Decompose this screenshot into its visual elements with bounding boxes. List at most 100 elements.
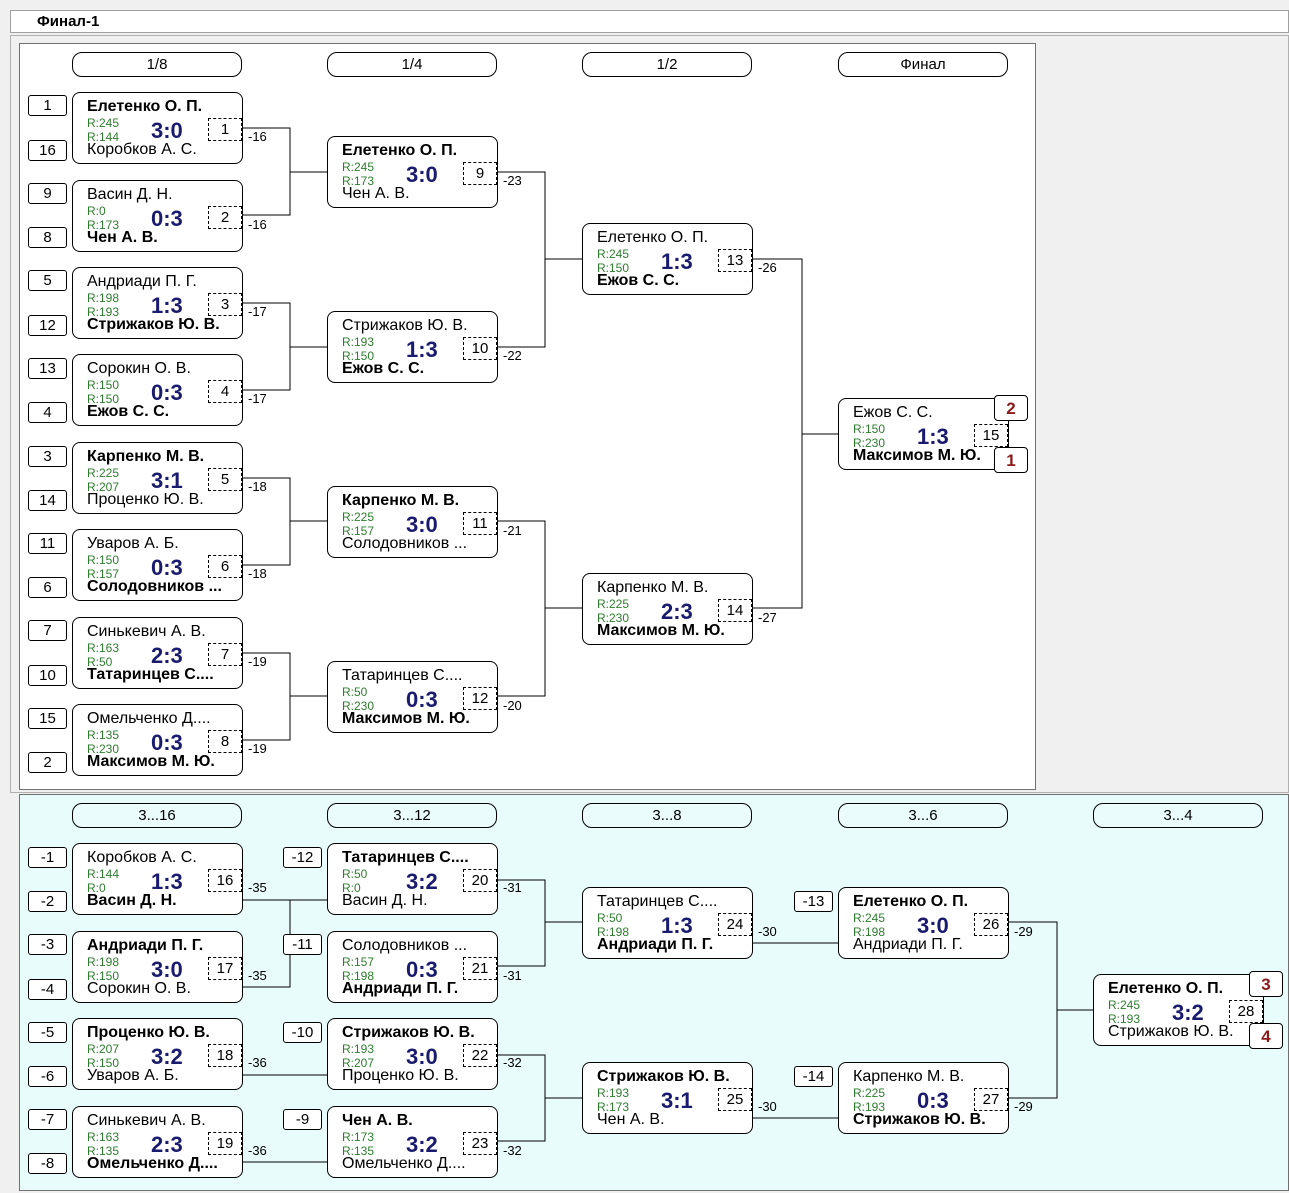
match-score: 3:0 bbox=[151, 118, 183, 143]
match-number[interactable]: 9 bbox=[463, 162, 497, 185]
player-1-rating: R:245 bbox=[87, 116, 120, 130]
match-number[interactable]: 18 bbox=[208, 1044, 242, 1067]
match-number[interactable]: 10 bbox=[463, 337, 497, 360]
round-header-1-4[interactable]: 1/4 bbox=[327, 52, 497, 77]
loser-destination-label: -23 bbox=[503, 173, 522, 188]
loser-destination-label: -16 bbox=[248, 217, 267, 232]
player-1-rating: R:50 bbox=[342, 867, 368, 881]
round-header-1-2[interactable]: 1/2 bbox=[582, 52, 752, 77]
match-number[interactable]: 13 bbox=[718, 249, 752, 272]
loser-destination-label: -18 bbox=[248, 479, 267, 494]
match-number[interactable]: 19 bbox=[208, 1132, 242, 1155]
player-2-name: Андриади П. Г. bbox=[853, 936, 963, 953]
match-number[interactable]: 28 bbox=[1229, 1000, 1263, 1023]
player-2-rating: R:207 bbox=[87, 480, 120, 494]
round-header-3-6[interactable]: 3...6 bbox=[838, 803, 1008, 828]
seed-box: 10 bbox=[28, 665, 67, 686]
round-header-1-8[interactable]: 1/8 bbox=[72, 52, 242, 77]
match-number[interactable]: 16 bbox=[208, 869, 242, 892]
match-score: 1:3 bbox=[661, 249, 693, 274]
player-2-rating: R:157 bbox=[87, 567, 120, 581]
place-badge: 4 bbox=[1249, 1023, 1283, 1049]
match-number[interactable]: 14 bbox=[718, 599, 752, 622]
match-number[interactable]: 17 bbox=[208, 957, 242, 980]
round-header-3-8[interactable]: 3...8 bbox=[582, 803, 752, 828]
place-badge: 1 bbox=[994, 447, 1028, 473]
match-number[interactable]: 7 bbox=[208, 643, 242, 666]
player-2-name: Максимов М. Ю. bbox=[597, 622, 725, 639]
loser-destination-label: -21 bbox=[503, 523, 522, 538]
match-number[interactable]: 2 bbox=[208, 206, 242, 229]
match-score: 3:1 bbox=[661, 1088, 693, 1113]
round-header-final[interactable]: Финал bbox=[838, 52, 1008, 77]
player-1-rating: R:157 bbox=[342, 955, 375, 969]
player-1-name: Андриади П. Г. bbox=[87, 273, 197, 290]
player-2-name: Уваров А. Б. bbox=[87, 1067, 179, 1084]
match-number[interactable]: 25 bbox=[718, 1088, 752, 1111]
match-number[interactable]: 4 bbox=[208, 380, 242, 403]
loser-destination-label: -18 bbox=[248, 566, 267, 581]
player-2-name: Солодовников ... bbox=[87, 578, 222, 595]
match-number[interactable]: 12 bbox=[463, 687, 497, 710]
match-number[interactable]: 21 bbox=[463, 957, 497, 980]
round-header-3-4[interactable]: 3...4 bbox=[1093, 803, 1263, 828]
loser-destination-label: -30 bbox=[758, 1099, 777, 1114]
match-number[interactable]: 20 bbox=[463, 869, 497, 892]
match-score: 0:3 bbox=[917, 1088, 949, 1113]
seed-box: 14 bbox=[28, 490, 67, 511]
round-header-3-16[interactable]: 3...16 bbox=[72, 803, 242, 828]
player-2-name: Ежов С. С. bbox=[342, 360, 425, 377]
match-number[interactable]: 6 bbox=[208, 555, 242, 578]
match-number[interactable]: 22 bbox=[463, 1044, 497, 1067]
loser-destination-label: -31 bbox=[503, 880, 522, 895]
match-number[interactable]: 1 bbox=[208, 118, 242, 141]
match-number[interactable]: 15 bbox=[974, 424, 1008, 447]
match-number[interactable]: 27 bbox=[974, 1088, 1008, 1111]
player-1-name: Стрижаков Ю. В. bbox=[342, 1024, 475, 1041]
match-number[interactable]: 8 bbox=[208, 730, 242, 753]
seed-box: 4 bbox=[28, 402, 67, 423]
player-2-rating: R:150 bbox=[597, 261, 630, 275]
match-number[interactable]: 3 bbox=[208, 293, 242, 316]
seed-box: -3 bbox=[28, 934, 67, 955]
round-header-3-12[interactable]: 3...12 bbox=[327, 803, 497, 828]
match-number[interactable]: 23 bbox=[463, 1132, 497, 1155]
player-1-name: Сорокин О. В. bbox=[87, 360, 191, 377]
loser-destination-label: -19 bbox=[248, 741, 267, 756]
match-number[interactable]: 26 bbox=[974, 913, 1008, 936]
match-number[interactable]: 11 bbox=[463, 512, 497, 535]
match-number[interactable]: 5 bbox=[208, 468, 242, 491]
player-2-rating: R:173 bbox=[87, 218, 120, 232]
match-number[interactable]: 24 bbox=[718, 913, 752, 936]
match-score: 0:3 bbox=[406, 687, 438, 712]
player-2-rating: R:198 bbox=[597, 925, 630, 939]
